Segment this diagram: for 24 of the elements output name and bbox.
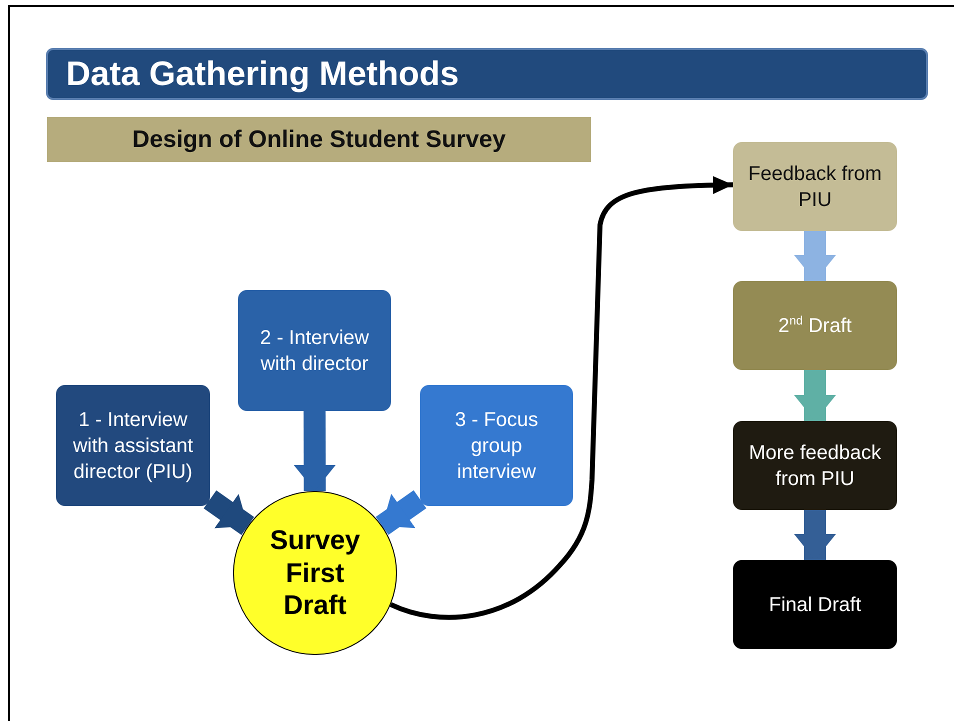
process-box: [56, 385, 210, 506]
block-arrow: [794, 370, 836, 421]
curved-arrow: [390, 176, 734, 620]
process-box: [238, 290, 391, 411]
box-label: 1 - Interview with assistant director (PIU): [72, 408, 194, 484]
process-box: [733, 281, 897, 370]
block-arrow: [204, 490, 254, 535]
box-label: 2 - Interview with director: [259, 326, 370, 376]
block-arrow: [376, 490, 426, 535]
title-text: Data Gathering Methods: [66, 54, 459, 94]
box-label: 3 - Focus group interview: [454, 408, 540, 484]
box-label: Final Draft: [768, 592, 862, 618]
process-box: [420, 385, 573, 506]
process-box: [733, 421, 897, 510]
box-label: Survey First Draft: [268, 524, 362, 622]
subtitle-text: Design of Online Student Survey: [132, 126, 506, 154]
block-arrow: [294, 410, 336, 492]
block-arrow: [794, 510, 836, 560]
box-label: More feedback from PIU: [748, 440, 882, 492]
box-label: Feedback from PIU: [747, 162, 883, 212]
process-box: [733, 560, 897, 649]
process-box: [733, 142, 897, 231]
box-label: 2$^{nd}$ Draft: [778, 312, 852, 338]
block-arrow: [794, 231, 836, 281]
